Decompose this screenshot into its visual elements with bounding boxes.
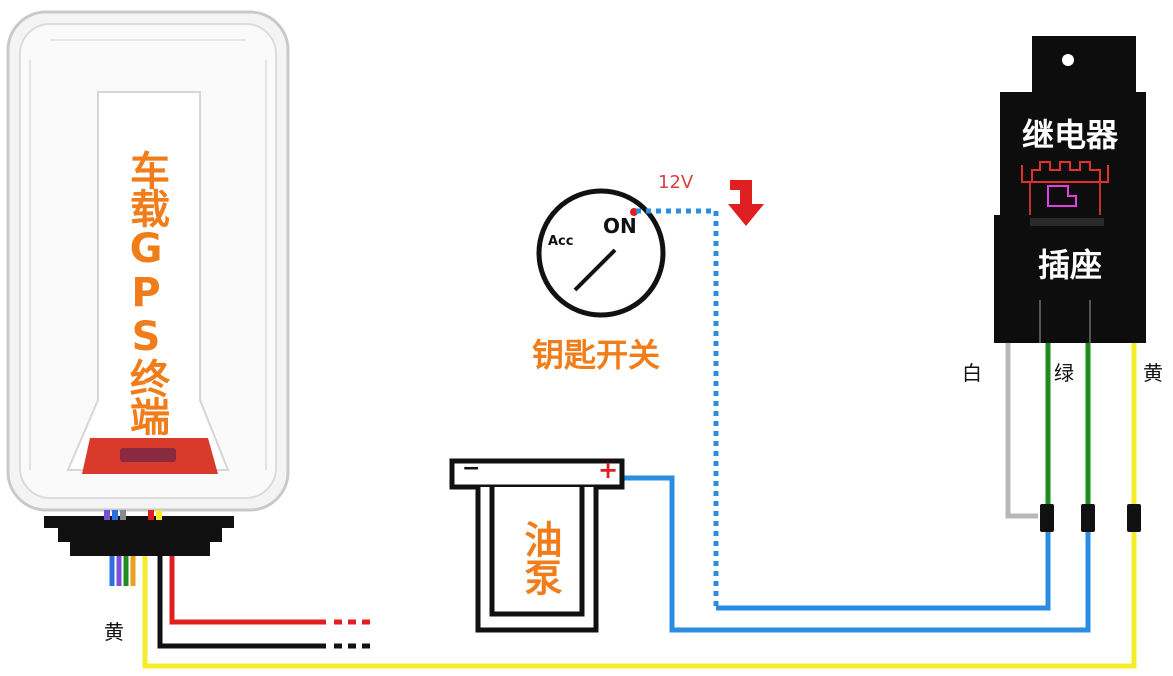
pump-plus-label: + bbox=[598, 456, 619, 484]
gps-terminal-device bbox=[6, 10, 290, 586]
relay-label: 继电器 bbox=[1021, 116, 1118, 154]
gps-terminal-label: 车载GPS终端 bbox=[123, 150, 169, 434]
gps-yellow-wire bbox=[142, 520, 1137, 669]
gps-connector bbox=[44, 516, 234, 556]
key-switch-label: 钥匙开关 bbox=[532, 336, 661, 374]
wire-connectors bbox=[1040, 504, 1141, 532]
socket-label: 插座 bbox=[1037, 246, 1102, 284]
pump-minus-label: − bbox=[462, 456, 481, 481]
gps-red-wire bbox=[169, 556, 374, 625]
gps-black-wire bbox=[157, 556, 374, 649]
voltage-label: 12V bbox=[658, 172, 694, 193]
socket bbox=[994, 215, 1146, 343]
green-wire-label: 绿 bbox=[1054, 361, 1074, 385]
white-wire-label: 白 bbox=[962, 361, 982, 385]
blue-wire-pump-to-relay bbox=[624, 475, 1091, 633]
acc-label: Acc bbox=[548, 234, 574, 249]
down-arrow-icon bbox=[728, 180, 764, 226]
relay-white-wire bbox=[1005, 343, 1038, 519]
acc-12v-dashed-wire bbox=[636, 208, 719, 608]
fuel-pump bbox=[449, 458, 625, 633]
fuel-pump-label: 油泵 bbox=[518, 520, 562, 596]
yellow-wire-relay-label: 黄 bbox=[1143, 361, 1163, 385]
key-switch bbox=[536, 188, 666, 318]
blue-wire-switch-to-relay bbox=[716, 530, 1051, 611]
on-label: ON bbox=[603, 214, 637, 238]
yellow-wire-gps-label: 黄 bbox=[104, 620, 124, 644]
relay bbox=[1000, 36, 1146, 215]
